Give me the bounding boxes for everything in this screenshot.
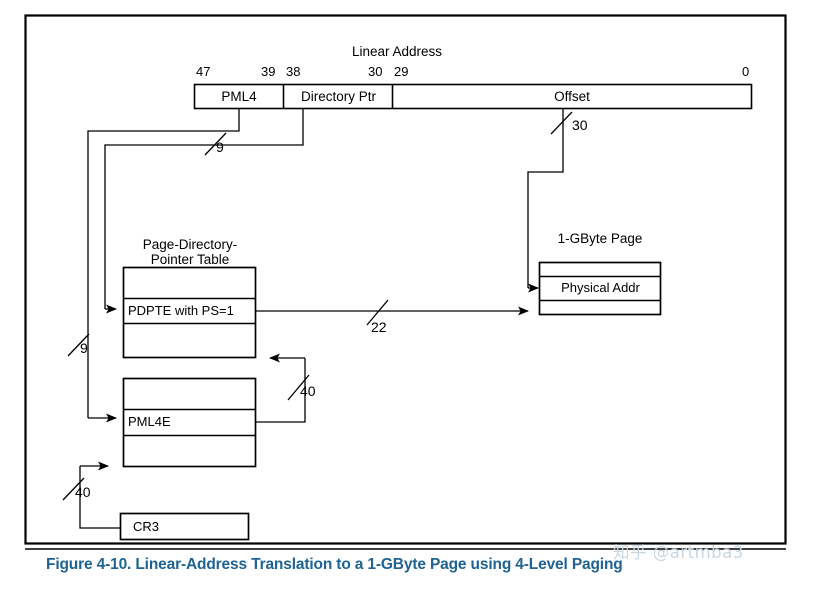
width-label-pdpte-to-page: 22 <box>371 319 387 335</box>
pdpte-entry-label: PDPTE with PS=1 <box>128 303 234 318</box>
field-pml4: PML4 <box>221 89 257 104</box>
wire-dirptr-index <box>67 108 304 357</box>
watermark: 知乎 @artmba3 <box>613 543 744 562</box>
bit-label-38: 38 <box>286 64 301 79</box>
pml4-table-box <box>122 377 257 468</box>
width-label-offset: 30 <box>572 117 588 133</box>
bit-label-47: 47 <box>196 64 211 79</box>
wire-pml4e-to-pdpt <box>256 353 310 423</box>
width-label-pml4e-to-pdpt: 40 <box>300 383 316 399</box>
width-label-pml4-index: 9 <box>216 139 224 155</box>
cr3-label: CR3 <box>133 519 160 534</box>
bit-label-0: 0 <box>742 64 750 79</box>
gbyte-page-box <box>538 261 662 316</box>
wire-cr3-to-pml4-table <box>62 461 120 529</box>
linear-address-title: Linear Address <box>352 44 443 59</box>
gbyte-page-title: 1-GByte Page <box>557 231 643 246</box>
field-offset: Offset <box>554 89 590 104</box>
width-label-cr3-to-pml4: 40 <box>75 484 91 500</box>
pdpt-table-box <box>122 266 257 359</box>
physical-addr-label: Physical Addr <box>561 280 640 295</box>
figure-caption: Figure 4-10. Linear-Address Translation … <box>46 556 623 573</box>
wire-pdpte-to-page <box>256 299 529 326</box>
wire-offset <box>527 108 573 293</box>
pdpt-title-line1: Page-Directory- <box>142 237 238 252</box>
bit-label-30: 30 <box>368 64 383 79</box>
width-label-dirptr-index: 9 <box>80 340 88 356</box>
pml4e-entry-label: PML4E <box>128 414 171 429</box>
pdpt-title-line2: Pointer Table <box>150 252 230 267</box>
bit-label-29: 29 <box>394 64 409 79</box>
linear-address-bar <box>193 83 753 110</box>
wire-pml4-index <box>87 108 240 423</box>
bit-label-39: 39 <box>261 64 276 79</box>
cr3-box <box>119 512 250 541</box>
field-directory-ptr: Directory Ptr <box>300 89 376 104</box>
